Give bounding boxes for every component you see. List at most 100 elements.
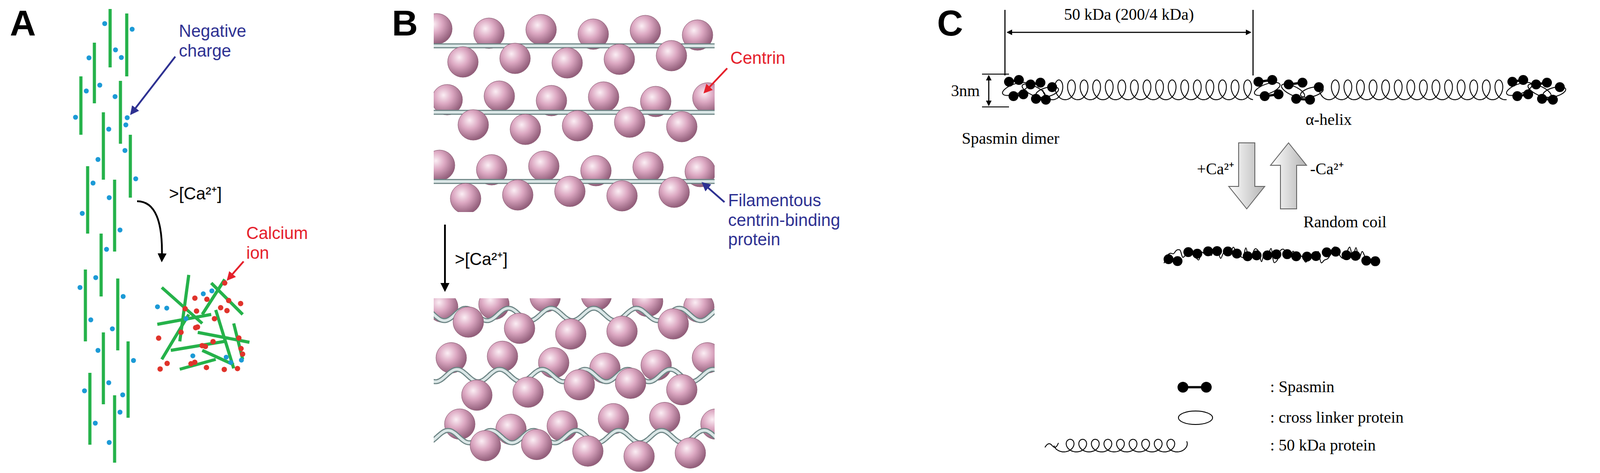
centrin-sphere: [525, 14, 557, 45]
coil-tail: [1044, 443, 1059, 448]
centrin-sphere: [666, 374, 698, 406]
label-holder: A: [9, 2, 36, 45]
negative-charge-dot: [119, 55, 125, 61]
spasmin-dot: [1321, 247, 1332, 258]
state-label: α-helix: [1305, 110, 1352, 129]
random-coil-chain: [1164, 247, 1375, 264]
centrin-sphere: [632, 151, 664, 183]
dimension-label: 3nm: [951, 81, 980, 101]
filament-rod: [99, 233, 103, 297]
calcium-ion-dot: [238, 346, 244, 352]
centrin-sphere: [572, 435, 604, 467]
filament-rod: [161, 314, 189, 360]
calcium-ion-dot: [224, 307, 230, 314]
spasmin-dot: [1370, 256, 1381, 267]
calcium-ion-dot: [155, 335, 162, 342]
negative-charge-dot: [86, 55, 92, 61]
label-holder: >[Ca²⁺]: [168, 184, 223, 205]
transition-arrow: [137, 201, 162, 261]
filament-row: [433, 402, 715, 472]
filament-rod: [108, 8, 112, 68]
label-holder: 50 kDa (200/4 kDa): [1064, 5, 1195, 24]
label-holder: Spasmin dimer: [961, 129, 1060, 148]
filament-rod: [113, 395, 117, 463]
centrin-sphere: [499, 43, 531, 74]
calcium-ion-dot: [217, 305, 224, 311]
centrin-sphere: [484, 80, 515, 112]
spasmin-dot: [1040, 94, 1051, 105]
spasmin-dot: [1555, 82, 1565, 93]
callout-label: Filamentous centrin-binding protein: [728, 191, 877, 250]
calcium-ion-dot: [194, 324, 200, 330]
negative-charge-dot: [84, 88, 89, 94]
spasmin-dot: [1271, 249, 1282, 260]
calcium-ion-dot: [203, 364, 209, 371]
negative-charge-dot: [223, 355, 229, 360]
negative-charge-dot: [120, 392, 126, 398]
negative-charge-dot: [95, 348, 101, 354]
dimension-tick: [1004, 9, 1006, 76]
centrin-sphere: [512, 377, 544, 408]
panel-letter: A: [9, 2, 36, 45]
negative-charge-dot: [95, 157, 101, 163]
negative-charge-dot: [124, 115, 130, 121]
spasmin-cluster: [1000, 75, 1060, 105]
legend-sample: [1177, 382, 1212, 393]
callout-label: Centrin: [730, 48, 786, 69]
callout-label: Calcium ion: [246, 223, 319, 263]
label-holder: B: [391, 2, 418, 45]
spasmin-dot: [1231, 248, 1242, 259]
centrin-sphere: [433, 150, 455, 181]
leader-line: [227, 261, 244, 280]
centrin-sphere: [521, 429, 552, 460]
spasmin-dot: [1262, 250, 1273, 261]
calcium-ion-dot: [199, 342, 205, 349]
centrin-sphere: [588, 81, 619, 113]
negative-charge-dot: [239, 357, 245, 363]
spasmin-dot: [1025, 79, 1036, 90]
spasmin-dot: [1203, 246, 1214, 257]
label-holder: 3nm: [951, 81, 980, 101]
filament-rod: [102, 332, 106, 405]
calcium-ion-dot: [221, 367, 227, 373]
transition-block-arrow: [1228, 142, 1265, 209]
centrin-sphere: [487, 341, 518, 372]
filament-rod: [84, 269, 88, 342]
filament-rod: [86, 166, 90, 234]
negative-charge-dot: [123, 122, 129, 128]
label-holder: Filamentous centrin-binding protein: [728, 191, 877, 250]
spasmin-dot: [1212, 246, 1223, 257]
filament-rod: [88, 373, 92, 445]
filament-row: [433, 13, 715, 79]
filament-rod: [116, 278, 120, 351]
negative-charge-dot: [155, 304, 160, 310]
filament-rod: [113, 179, 117, 252]
spasmin-dot: [1163, 254, 1174, 265]
calcium-ion-dot: [211, 316, 218, 322]
legend-row: : 50 kDa protein: [1270, 436, 1376, 455]
panel-letter: C: [937, 2, 964, 45]
legend-sample: [1044, 439, 1188, 453]
negative-charge-dot: [183, 316, 189, 322]
cross-linker-protein: [1178, 411, 1213, 425]
legend-text: : Spasmin: [1270, 377, 1335, 397]
centrin-sphere: [457, 109, 489, 141]
calcium-ion-dot: [182, 306, 188, 312]
negative-charge-dot: [131, 358, 137, 364]
negative-charge-dot: [80, 211, 85, 217]
negative-charge-dot: [88, 317, 94, 323]
alpha-helix-coil: [1053, 439, 1188, 453]
centrin-sphere: [554, 176, 586, 207]
negative-charge-dot: [122, 148, 128, 154]
dimension-line: [1007, 31, 1251, 34]
negative-charge-dot: [77, 285, 83, 291]
spasmin-dot: [1273, 89, 1284, 100]
centrin-sphere: [461, 380, 493, 411]
spasmin-dot: [1222, 246, 1233, 257]
panel-b-illustration: [421, 13, 732, 472]
negative-charge-dot: [200, 291, 206, 297]
centrin-sphere: [528, 151, 560, 182]
spasmin-dot: [1341, 250, 1352, 261]
spasmin-dot: [1172, 256, 1183, 267]
